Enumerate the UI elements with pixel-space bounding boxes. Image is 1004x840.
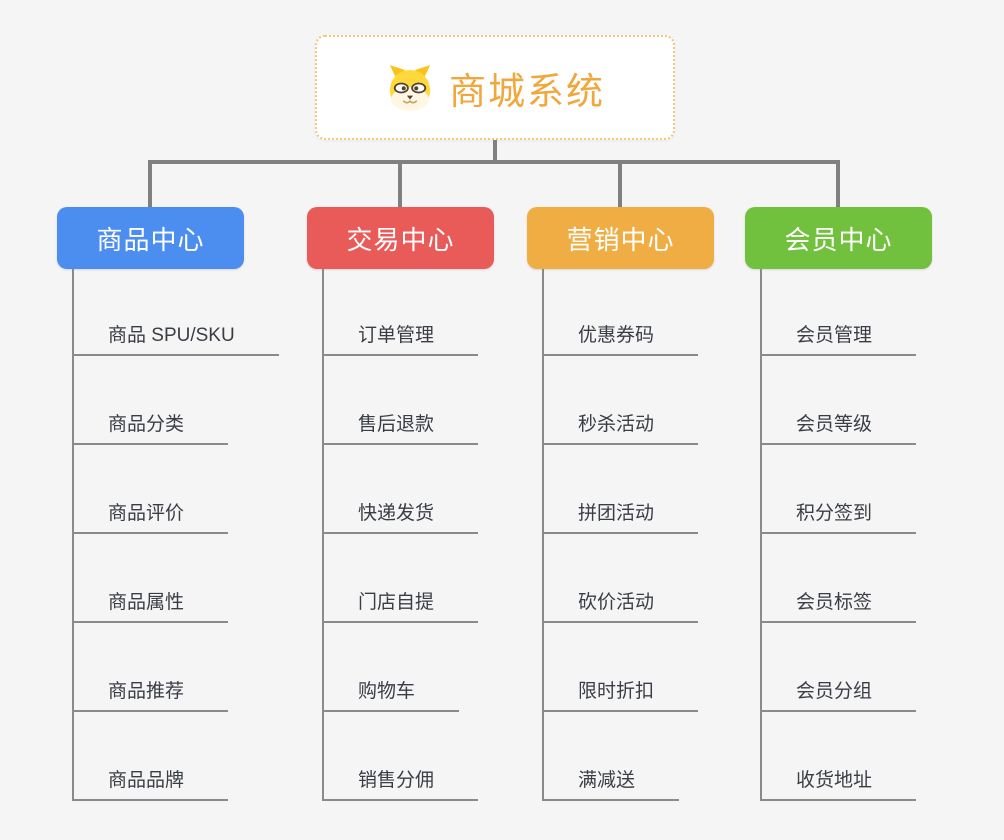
connector-drop-marketing bbox=[618, 160, 622, 207]
branch-trade: 交易中心 订单管理 售后退款 快递发货 门店自提 购物车 销售分佣 bbox=[307, 207, 537, 801]
branch-marketing: 营销中心 优惠券码 秒杀活动 拼团活动 砍价活动 限时折扣 满减送 bbox=[527, 207, 757, 801]
child-node[interactable]: 砍价活动 bbox=[544, 587, 699, 623]
child-node[interactable]: 限时折扣 bbox=[544, 676, 699, 712]
branch-product: 商品中心 商品 SPU/SKU 商品分类 商品评价 商品属性 商品推荐 商品品牌 bbox=[57, 207, 287, 801]
child-node[interactable]: 会员分组 bbox=[762, 676, 917, 712]
child-node[interactable]: 商品 SPU/SKU bbox=[74, 320, 279, 356]
connector-bus bbox=[148, 160, 840, 164]
connector-root-stub bbox=[493, 140, 497, 164]
children-group-product: 商品 SPU/SKU 商品分类 商品评价 商品属性 商品推荐 商品品牌 bbox=[72, 269, 287, 801]
child-node[interactable]: 销售分佣 bbox=[324, 765, 479, 801]
children-group-trade: 订单管理 售后退款 快递发货 门店自提 购物车 销售分佣 bbox=[322, 269, 537, 801]
children-group-marketing: 优惠券码 秒杀活动 拼团活动 砍价活动 限时折扣 满减送 bbox=[542, 269, 757, 801]
child-item: 购物车 bbox=[324, 623, 537, 712]
branch-member: 会员中心 会员管理 会员等级 积分签到 会员标签 会员分组 收货地址 bbox=[745, 207, 975, 801]
child-node[interactable]: 拼团活动 bbox=[544, 498, 699, 534]
child-node[interactable]: 购物车 bbox=[324, 676, 460, 712]
branch-header-trade[interactable]: 交易中心 bbox=[307, 207, 494, 269]
child-node[interactable]: 会员等级 bbox=[762, 409, 917, 445]
child-item: 商品品牌 bbox=[74, 712, 287, 801]
connector-drop-member bbox=[836, 160, 840, 207]
connector-drop-product bbox=[148, 160, 152, 207]
branch-label: 交易中心 bbox=[346, 224, 455, 255]
child-item: 收货地址 bbox=[762, 712, 975, 801]
child-node[interactable]: 订单管理 bbox=[324, 320, 479, 356]
branch-label: 营销中心 bbox=[566, 224, 675, 255]
child-item: 限时折扣 bbox=[544, 623, 757, 712]
root-title: 商城系统 bbox=[449, 70, 605, 112]
child-item: 商品评价 bbox=[74, 445, 287, 534]
child-node[interactable]: 售后退款 bbox=[324, 409, 479, 445]
child-node[interactable]: 满减送 bbox=[544, 765, 680, 801]
child-node[interactable]: 商品推荐 bbox=[74, 676, 229, 712]
branch-header-product[interactable]: 商品中心 bbox=[57, 207, 244, 269]
child-item: 会员等级 bbox=[762, 356, 975, 445]
branch-header-marketing[interactable]: 营销中心 bbox=[527, 207, 714, 269]
child-item: 快递发货 bbox=[324, 445, 537, 534]
child-item: 会员管理 bbox=[762, 269, 975, 356]
child-item: 商品 SPU/SKU bbox=[74, 269, 287, 356]
branch-header-member[interactable]: 会员中心 bbox=[745, 207, 932, 269]
child-item: 会员分组 bbox=[762, 623, 975, 712]
child-node[interactable]: 商品属性 bbox=[74, 587, 229, 623]
branch-label: 商品中心 bbox=[96, 224, 205, 255]
child-node[interactable]: 会员标签 bbox=[762, 587, 917, 623]
child-item: 商品推荐 bbox=[74, 623, 287, 712]
child-item: 商品分类 bbox=[74, 356, 287, 445]
child-node[interactable]: 商品分类 bbox=[74, 409, 229, 445]
child-item: 满减送 bbox=[544, 712, 757, 801]
children-group-member: 会员管理 会员等级 积分签到 会员标签 会员分组 收货地址 bbox=[760, 269, 975, 801]
child-node[interactable]: 会员管理 bbox=[762, 320, 917, 356]
child-item: 门店自提 bbox=[324, 534, 537, 623]
child-item: 积分签到 bbox=[762, 445, 975, 534]
child-item: 优惠券码 bbox=[544, 269, 757, 356]
child-node[interactable]: 收货地址 bbox=[762, 765, 917, 801]
branch-label: 会员中心 bbox=[784, 224, 893, 255]
child-node[interactable]: 门店自提 bbox=[324, 587, 479, 623]
child-node[interactable]: 商品品牌 bbox=[74, 765, 229, 801]
child-item: 售后退款 bbox=[324, 356, 537, 445]
child-node[interactable]: 优惠券码 bbox=[544, 320, 699, 356]
child-node[interactable]: 快递发货 bbox=[324, 498, 479, 534]
child-item: 商品属性 bbox=[74, 534, 287, 623]
child-item: 会员标签 bbox=[762, 534, 975, 623]
child-item: 拼团活动 bbox=[544, 445, 757, 534]
root-node[interactable]: 商城系统 bbox=[315, 35, 675, 140]
child-node[interactable]: 商品评价 bbox=[74, 498, 229, 534]
dog-face-icon bbox=[385, 63, 435, 113]
child-node[interactable]: 积分签到 bbox=[762, 498, 917, 534]
child-item: 订单管理 bbox=[324, 269, 537, 356]
child-item: 秒杀活动 bbox=[544, 356, 757, 445]
connector-drop-trade bbox=[398, 160, 402, 207]
child-node[interactable]: 秒杀活动 bbox=[544, 409, 699, 445]
child-item: 销售分佣 bbox=[324, 712, 537, 801]
child-item: 砍价活动 bbox=[544, 534, 757, 623]
